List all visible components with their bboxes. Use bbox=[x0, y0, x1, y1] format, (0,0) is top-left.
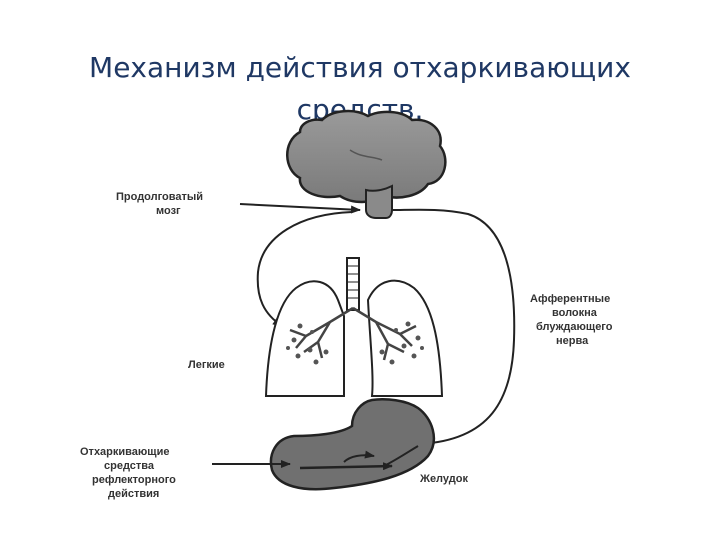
stomach-illustration bbox=[269, 398, 436, 491]
expectorants-label-line-2: средства bbox=[104, 460, 155, 472]
expectorants-label-line-4: действия bbox=[108, 488, 159, 500]
lungs-illustration bbox=[264, 257, 444, 397]
efferent-pathway-arrow bbox=[256, 211, 353, 327]
stomach-label: Желудок bbox=[419, 473, 468, 485]
slide-title: Механизм действия отхаркивающих средств. bbox=[40, 47, 680, 131]
afferent-fibers-label-line-4: нерва bbox=[556, 335, 589, 347]
lungs-label: Легкие bbox=[188, 359, 225, 371]
medulla-label-line-1: Продолговатый bbox=[116, 191, 203, 203]
medulla-label-line-2: мозг bbox=[156, 205, 181, 217]
afferent-fibers-label-line-3: блуждающего bbox=[536, 321, 613, 333]
brain-illustration bbox=[286, 109, 447, 204]
afferent-fibers-label-line-1: Афферентные bbox=[530, 293, 610, 305]
afferent-vagus-pathway bbox=[391, 208, 516, 445]
expectorants-label-line-3: рефлекторного bbox=[92, 474, 176, 486]
afferent-fibers-label-line-2: волокна bbox=[552, 307, 598, 319]
medulla-oblongata bbox=[365, 184, 393, 219]
expectorants-label-line-1: Отхаркивающие bbox=[80, 446, 169, 458]
slide-title-line-1: Механизм действия отхаркивающих bbox=[89, 50, 631, 84]
medulla-pointer-arrow bbox=[239, 203, 361, 214]
